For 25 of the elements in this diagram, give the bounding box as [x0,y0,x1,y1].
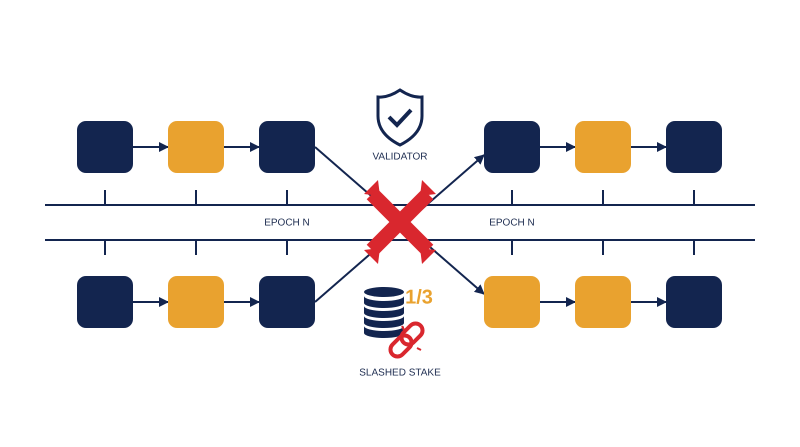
epoch-label: EPOCH N [264,218,310,228]
block [168,121,224,173]
arrow [224,297,260,307]
block [666,276,722,328]
block [484,121,540,173]
arrow [631,297,667,307]
fraction-label: 1/3 [405,286,433,310]
arrow [133,297,169,307]
validator-label: VALIDATOR [372,152,428,162]
epoch-label: EPOCH N [489,218,535,228]
block [168,276,224,328]
block [575,121,631,173]
block [666,121,722,173]
arrow [224,142,260,152]
arrow [540,297,576,307]
block [484,276,540,328]
block [575,276,631,328]
arrow [133,142,169,152]
block [77,276,133,328]
block [77,121,133,173]
block [259,276,315,328]
slashed-stake-label: SLASHED STAKE [359,368,441,378]
arrow [540,142,576,152]
arrow [631,142,667,152]
block [259,121,315,173]
